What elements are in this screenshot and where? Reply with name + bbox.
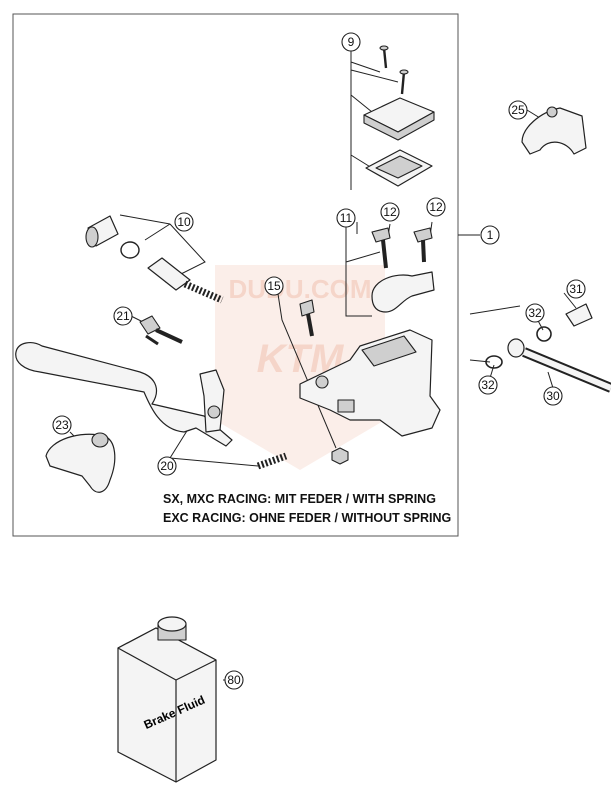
callout-20: 20	[157, 456, 177, 476]
svg-text:10: 10	[177, 215, 191, 229]
brake-lever	[15, 342, 233, 447]
adjuster-screw	[139, 315, 183, 346]
callout-31: 31	[566, 279, 586, 299]
nut	[331, 447, 349, 465]
svg-text:12: 12	[383, 205, 397, 219]
assembly-frame	[12, 13, 459, 537]
callout-11: 11	[336, 208, 356, 228]
bracket-11	[345, 222, 381, 317]
callout-15: 15	[264, 276, 284, 296]
bracket-9	[350, 50, 399, 190]
handlebar-clamp	[521, 106, 587, 155]
callout-10: 10	[174, 212, 194, 232]
svg-text:20: 20	[160, 459, 174, 473]
callout-32b: 32	[478, 375, 498, 395]
note-with-spring: SX, MXC RACING: MIT FEDER / WITH SPRING	[163, 492, 436, 506]
leader-25	[526, 109, 541, 119]
callout-30: 30	[543, 386, 563, 406]
leader-30	[547, 371, 554, 389]
pivot-screw	[299, 299, 315, 337]
svg-text:23: 23	[55, 418, 69, 432]
watermark-text: DUDU.COM	[229, 274, 372, 304]
note-without-spring: EXC RACING: OHNE FEDER / WITHOUT SPRING	[163, 511, 451, 525]
brake-fluid-bottle: Brake Fluid	[117, 616, 217, 783]
svg-text:1: 1	[487, 228, 494, 242]
svg-text:15: 15	[267, 279, 281, 293]
svg-text:30: 30	[546, 389, 560, 403]
piston-kit	[85, 215, 224, 304]
brake-hose	[469, 303, 611, 393]
svg-text:25: 25	[511, 103, 525, 117]
callout-25: 25	[508, 100, 528, 120]
callout-23: 23	[52, 415, 72, 435]
svg-text:9: 9	[348, 35, 355, 49]
watermark: DUDU.COM KTM	[215, 265, 385, 470]
master-cylinder-body	[299, 329, 441, 437]
callout-80: 80	[224, 670, 244, 690]
callout-1: 1	[480, 225, 500, 245]
svg-text:31: 31	[569, 282, 583, 296]
svg-text:32: 32	[528, 306, 542, 320]
clamp-and-bolts	[371, 227, 435, 313]
leader-31	[563, 292, 577, 309]
callout-12b: 12	[426, 197, 446, 217]
dust-cover	[45, 432, 116, 493]
lever-spring	[256, 452, 288, 470]
svg-text:32: 32	[481, 378, 495, 392]
reservoir-cover-set	[363, 45, 435, 187]
callout-32a: 32	[525, 303, 545, 323]
svg-text:12: 12	[429, 200, 443, 214]
callout-12a: 12	[380, 202, 400, 222]
callout-9: 9	[341, 32, 361, 52]
callout-21: 21	[113, 306, 133, 326]
svg-text:11: 11	[340, 211, 353, 225]
svg-text:80: 80	[227, 673, 241, 687]
svg-text:21: 21	[116, 309, 130, 323]
